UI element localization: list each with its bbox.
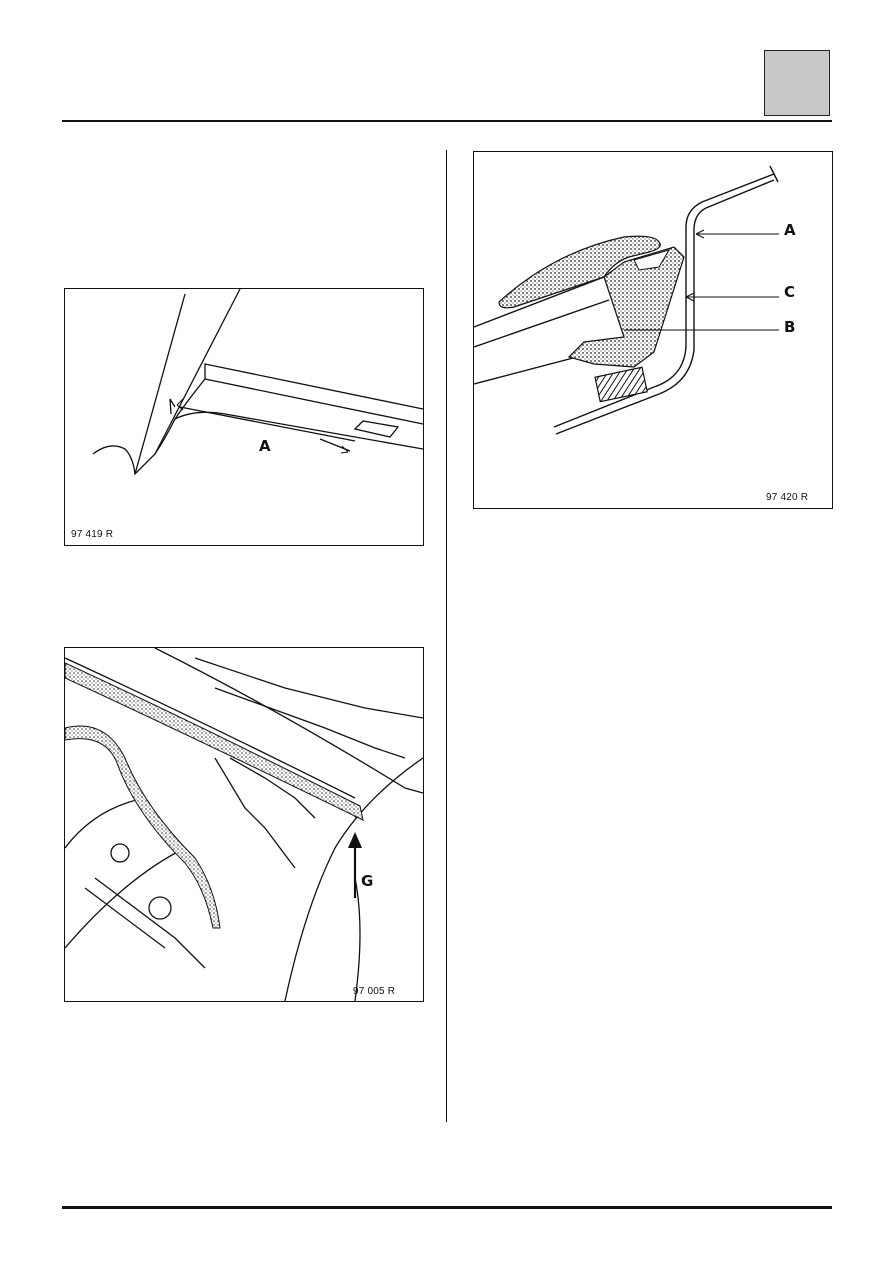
fig1-number: 97 419 R: [71, 529, 114, 540]
figure-97005: G 97 005 R: [64, 647, 424, 1002]
footer-rule: [62, 1206, 832, 1209]
fig3-label-b: B: [784, 318, 796, 336]
fig2-number: 97 005 R: [353, 986, 396, 997]
column-divider: [446, 150, 447, 1122]
fig3-number: 97 420 R: [766, 492, 809, 503]
figure-97005-drawing: [65, 648, 423, 1001]
figure-97419: A 97 419 R: [64, 288, 424, 546]
header-rule: [62, 120, 832, 122]
figure-97419-drawing: [92, 289, 423, 476]
figure-97420: A C B 97 420 R: [473, 151, 833, 509]
section-tab-box: [764, 50, 830, 116]
fig3-label-a: A: [784, 221, 796, 239]
fig1-label-a: A: [259, 437, 271, 455]
figure-97420-drawing: [474, 165, 779, 435]
fig2-label-g: G: [361, 872, 374, 890]
fig3-label-c: C: [784, 283, 796, 301]
